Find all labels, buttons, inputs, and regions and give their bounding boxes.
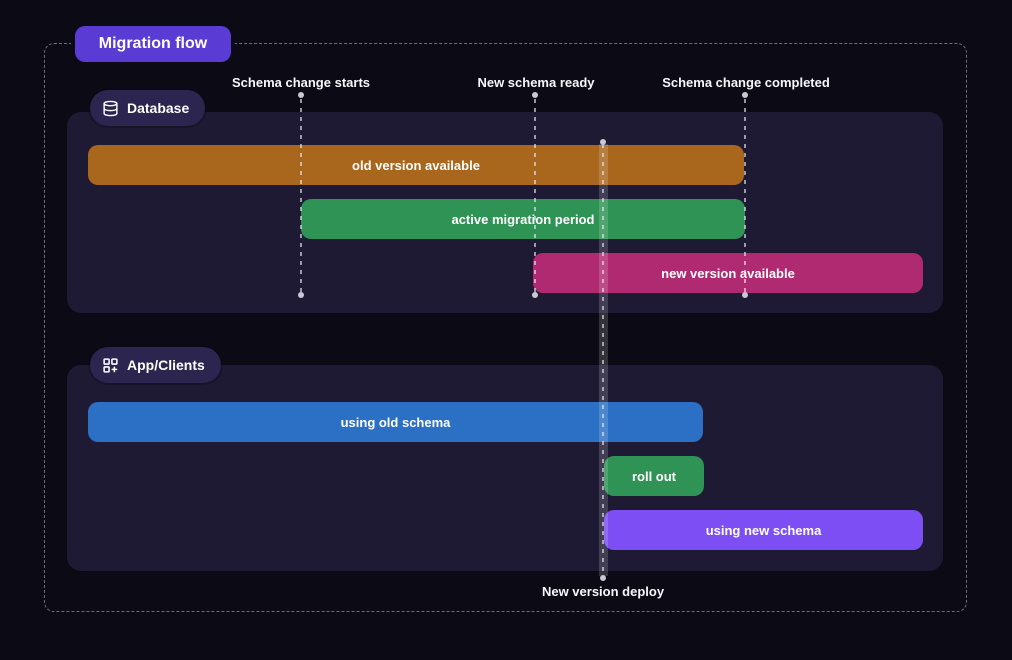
- bar-label: roll out: [631, 468, 677, 484]
- milestone-dot-top-1: [298, 92, 304, 98]
- database-icon: [102, 100, 119, 117]
- bar-label: new version available: [661, 265, 795, 281]
- milestone-label-schema-change-completed: Schema change completed: [662, 75, 830, 90]
- milestone-guide-line-1: [300, 99, 302, 292]
- app-clients-pill: App/Clients: [90, 347, 221, 383]
- database-pill-label: Database: [127, 100, 190, 116]
- diagram-dashed-frame: [44, 43, 967, 612]
- deploy-label: New version deploy: [541, 584, 665, 599]
- milestone-dot-top-3: [742, 92, 748, 98]
- milestone-dot-top-2: [532, 92, 538, 98]
- apps-plus-icon: [102, 357, 119, 374]
- milestone-dot-bottom-1: [298, 292, 304, 298]
- title-badge-label: Migration flow: [98, 35, 208, 52]
- app-clients-pill-label: App/Clients: [127, 357, 205, 373]
- deploy-dot-top: [600, 139, 606, 145]
- database-pill: Database: [90, 90, 206, 126]
- bar-roll-out: roll out: [604, 456, 704, 496]
- bar-active-migration-period: active migration period: [301, 199, 745, 239]
- bar-label: active migration period: [451, 211, 595, 227]
- milestone-guide-line-2: [534, 99, 536, 292]
- bar-label: using new schema: [705, 522, 822, 538]
- title-badge: Migration flow: [75, 26, 231, 62]
- deploy-marker-line: [602, 144, 604, 576]
- milestone-guide-line-3: [744, 99, 746, 292]
- bar-using-old-schema: using old schema: [88, 402, 703, 442]
- milestone-dot-bottom-3: [742, 292, 748, 298]
- milestone-label-schema-change-starts: Schema change starts: [231, 75, 371, 90]
- bar-old-version-available: old version available: [88, 145, 744, 185]
- bar-new-version-available: new version available: [533, 253, 923, 293]
- bar-label: using old schema: [340, 414, 451, 430]
- milestone-dot-bottom-2: [532, 292, 538, 298]
- milestone-label-new-schema-ready: New schema ready: [477, 75, 595, 90]
- bar-using-new-schema: using new schema: [604, 510, 923, 550]
- bar-label: old version available: [352, 157, 480, 173]
- deploy-dot-bottom: [600, 575, 606, 581]
